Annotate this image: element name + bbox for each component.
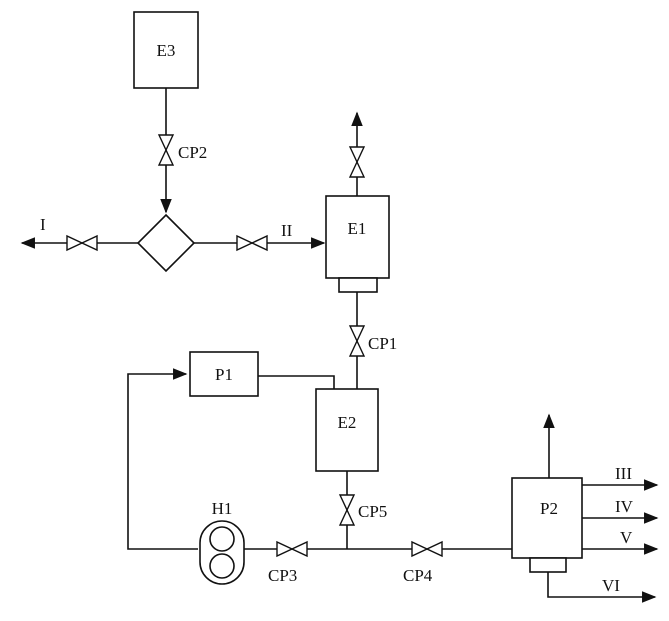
stream-iv-label: IV (615, 497, 634, 516)
unit-p2-outlet (529, 557, 567, 573)
pipe-recycle-loop (127, 368, 198, 550)
vessel-e2 (315, 388, 379, 472)
heater-h1-coil-bottom (209, 553, 235, 579)
unit-p1 (189, 351, 259, 397)
stream-vi-label: VI (602, 576, 620, 595)
vessel-e1-label: E1 (348, 219, 367, 238)
valve-cp2 (157, 134, 175, 166)
valve-cp2-label: CP2 (178, 143, 207, 162)
valve-cp4-label: CP4 (403, 566, 433, 585)
vessel-e1-outlet (338, 277, 378, 293)
heater-h1-label: H1 (212, 499, 233, 518)
pipe-p1-e2 (258, 375, 335, 389)
valve-cp1-label: CP1 (368, 334, 397, 353)
valve-cp5 (338, 494, 356, 526)
mixer-diamond (136, 213, 196, 273)
unit-p2-label: P2 (540, 499, 558, 518)
valve-cp3 (276, 540, 308, 558)
valve-cp1 (348, 325, 366, 357)
stream-i-label: I (40, 215, 46, 234)
valve-left (66, 234, 98, 252)
stream-ii-label: II (281, 221, 293, 240)
valve-e1-vent (348, 146, 366, 178)
unit-p2 (511, 477, 583, 559)
vessel-e1 (325, 195, 390, 279)
valve-right (236, 234, 268, 252)
valve-cp4 (411, 540, 443, 558)
valve-cp3-label: CP3 (268, 566, 297, 585)
vessel-e2-label: E2 (338, 413, 357, 432)
stream-vi-arrow (547, 572, 657, 603)
stream-iii-label: III (615, 464, 632, 483)
unit-p1-label: P1 (215, 365, 233, 384)
vessel-e3 (133, 11, 199, 89)
valve-cp5-label: CP5 (358, 502, 387, 521)
vessel-e3-label: E3 (157, 41, 176, 60)
stream-v-label: V (620, 528, 633, 547)
heater-h1-coil-top (209, 526, 235, 552)
